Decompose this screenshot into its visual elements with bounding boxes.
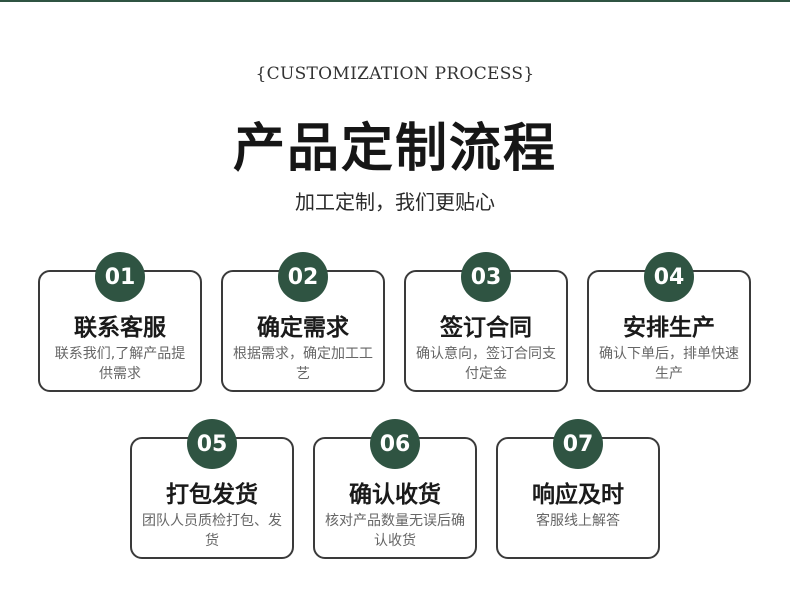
step-card-05: 05 打包发货 团队人员质检打包、发货 xyxy=(130,419,294,559)
tagline: 加工定制，我们更贴心 xyxy=(295,190,495,214)
step-card-06: 06 确认收货 核对产品数量无误后确认收货 xyxy=(313,419,477,559)
step-card-07: 07 响应及时 客服线上解答 xyxy=(496,419,660,559)
step-title: 签订合同 xyxy=(440,315,532,341)
step-title: 打包发货 xyxy=(166,482,258,508)
step-description: 核对产品数量无误后确认收货 xyxy=(325,513,465,549)
step-number-badge: 04 xyxy=(644,252,694,302)
step-card-03: 03 签订合同 确认意向，签订合同支付定金 xyxy=(404,252,568,392)
step-description: 团队人员质检打包、发货 xyxy=(142,513,282,549)
step-title: 确定需求 xyxy=(257,315,349,341)
english-subtitle: {CUSTOMIZATION PROCESS} xyxy=(255,64,535,84)
step-number-badge: 01 xyxy=(95,252,145,302)
step-number-badge: 06 xyxy=(370,419,420,469)
step-card-04: 04 安排生产 确认下单后，排单快速生产 xyxy=(587,252,751,392)
top-divider xyxy=(0,0,790,2)
step-title: 安排生产 xyxy=(623,315,715,341)
step-description: 联系我们,了解产品提供需求 xyxy=(54,346,186,382)
step-card-02: 02 确定需求 根据需求，确定加工工艺 xyxy=(221,252,385,392)
page-title: 产品定制流程 xyxy=(232,119,557,179)
step-title: 响应及时 xyxy=(532,482,624,508)
step-description: 确认意向，签订合同支付定金 xyxy=(416,346,556,382)
step-number-badge: 05 xyxy=(187,419,237,469)
step-number-badge: 07 xyxy=(553,419,603,469)
step-title: 联系客服 xyxy=(74,315,166,341)
step-title: 确认收货 xyxy=(349,482,441,508)
step-number-badge: 03 xyxy=(461,252,511,302)
step-description: 客服线上解答 xyxy=(536,513,620,529)
step-description: 根据需求，确定加工工艺 xyxy=(233,346,373,382)
step-card-01: 01 联系客服 联系我们,了解产品提供需求 xyxy=(38,252,202,392)
step-description: 确认下单后，排单快速生产 xyxy=(599,346,739,382)
step-number-badge: 02 xyxy=(278,252,328,302)
